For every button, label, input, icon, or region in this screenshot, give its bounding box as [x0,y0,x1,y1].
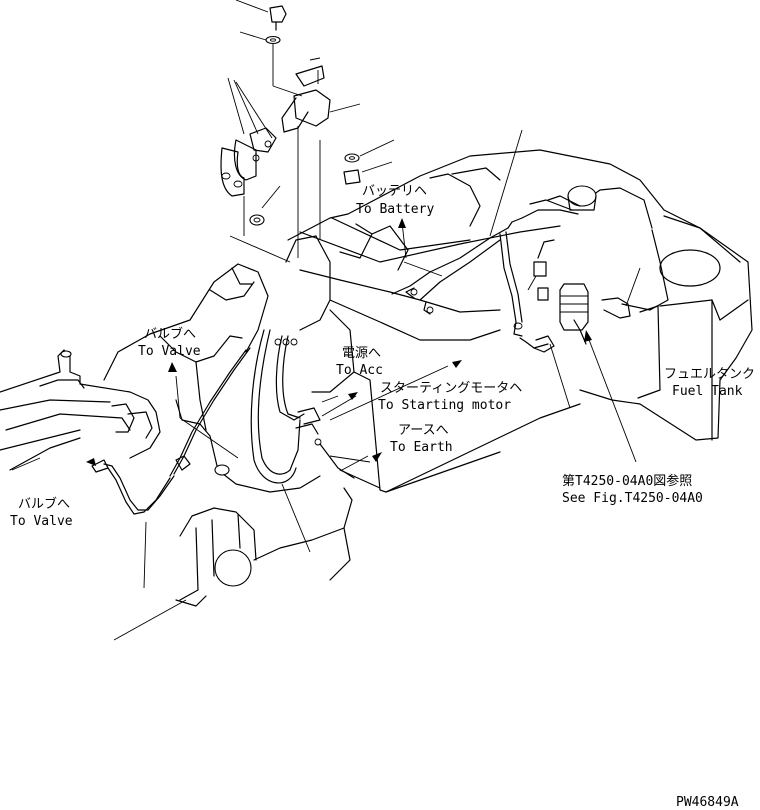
starting-motor-label-en: To Starting motor [378,398,511,413]
see-figure-label-en: See Fig.T4250-04A0 [562,491,703,506]
wire-clamp-set [220,127,277,236]
clip-bracket-group [227,57,361,139]
fuel-tank-label-en: Fuel Tank [672,384,743,399]
drawing-id: PW46849A [676,795,739,810]
engine-left-block [0,263,353,641]
wiring-harness [91,209,579,515]
acc-label-jp: 電源へ [342,346,381,361]
acc-label-en: To Acc [336,363,383,378]
engine-frame-outline [285,149,753,493]
washers-stack [249,139,395,226]
see-figure-label-jp: 第T4250-04A0図参照 [562,473,692,489]
valve-upper-label-jp: バルブへ [144,326,196,342]
fuel-tank-label-jp: フュエルタンク [664,367,755,382]
valve-lower-label-en: To Valve [10,514,73,529]
valve-lower-label-jp: バルブへ [18,496,70,512]
battery-label-en: To Battery [356,202,434,217]
starting-motor-label-jp: スターティングモータヘ [380,381,522,396]
earth-label-jp: アースへ [398,423,449,438]
valve-upper-label-en: To Valve [138,344,201,359]
leader-lines [175,129,637,471]
bolt-and-washer-group [235,0,303,97]
earth-label-en: To Earth [390,440,453,455]
battery-label-jp: バッテリヘ [362,184,427,199]
arrow-markers [86,218,592,466]
